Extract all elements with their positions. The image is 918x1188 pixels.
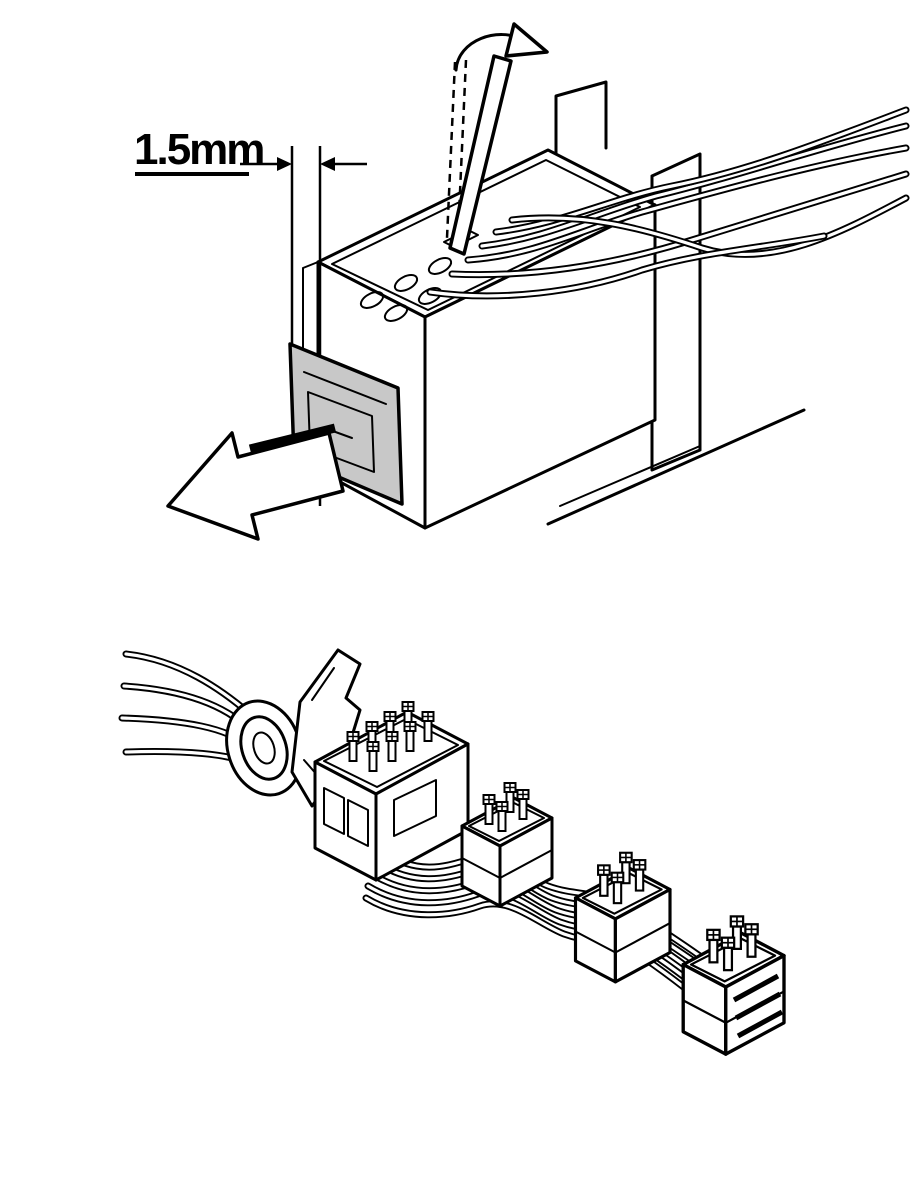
figure-terminal-release: 1.5mm: [134, 22, 910, 541]
connector-4: [683, 916, 784, 1054]
connector-1: [313, 701, 470, 882]
dimension-callout: 1.5mm: [134, 125, 367, 506]
dimension-arrow-left-icon: [277, 157, 292, 171]
removal-arrow-icon: [166, 423, 345, 541]
release-tool: [445, 22, 549, 256]
figure-connector-set: [118, 648, 784, 1054]
rotation-arrowhead-icon: [504, 22, 549, 58]
connector-4-detail: [732, 973, 784, 1039]
mounting-flange: [290, 648, 362, 808]
dimension-label: 1.5mm: [134, 125, 263, 174]
harness-wires-top: [426, 106, 910, 300]
dimension-arrow-right-icon: [320, 157, 335, 171]
tool-shaft: [448, 54, 513, 256]
